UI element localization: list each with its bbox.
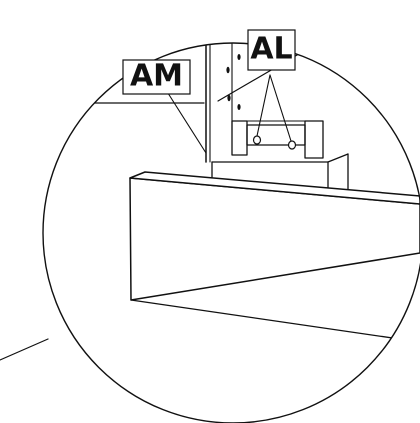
bracket-screw-left [252,135,262,145]
post-hole-4 [226,66,230,74]
bracket-screw-right [287,140,297,150]
post-hole-2 [237,54,241,60]
front-panel-top-face [129,171,420,205]
am-leader-line [165,89,207,154]
al-leader-line-left [256,74,271,137]
post-hole-3 [237,104,241,110]
post-hole-5 [227,94,231,102]
label-al-box [247,29,296,71]
support-top-depth-edge [327,153,349,163]
bracket-left-flange [231,120,248,156]
bracket-right-flange [304,120,324,159]
label-al-callout: AL [247,29,296,71]
label-am-box [122,59,191,95]
detail-reference-line [0,338,49,361]
al-leader-line-right [269,74,292,142]
detail-magnifier-circle [42,42,420,423]
label-al-text: AL [250,32,292,67]
front-panel-bottom-edge [130,299,420,343]
post-hole-1 [237,13,240,19]
label-am-text: AM [130,59,183,94]
magnified-detail-view [43,13,420,343]
label-am-callout: AM [122,59,191,95]
